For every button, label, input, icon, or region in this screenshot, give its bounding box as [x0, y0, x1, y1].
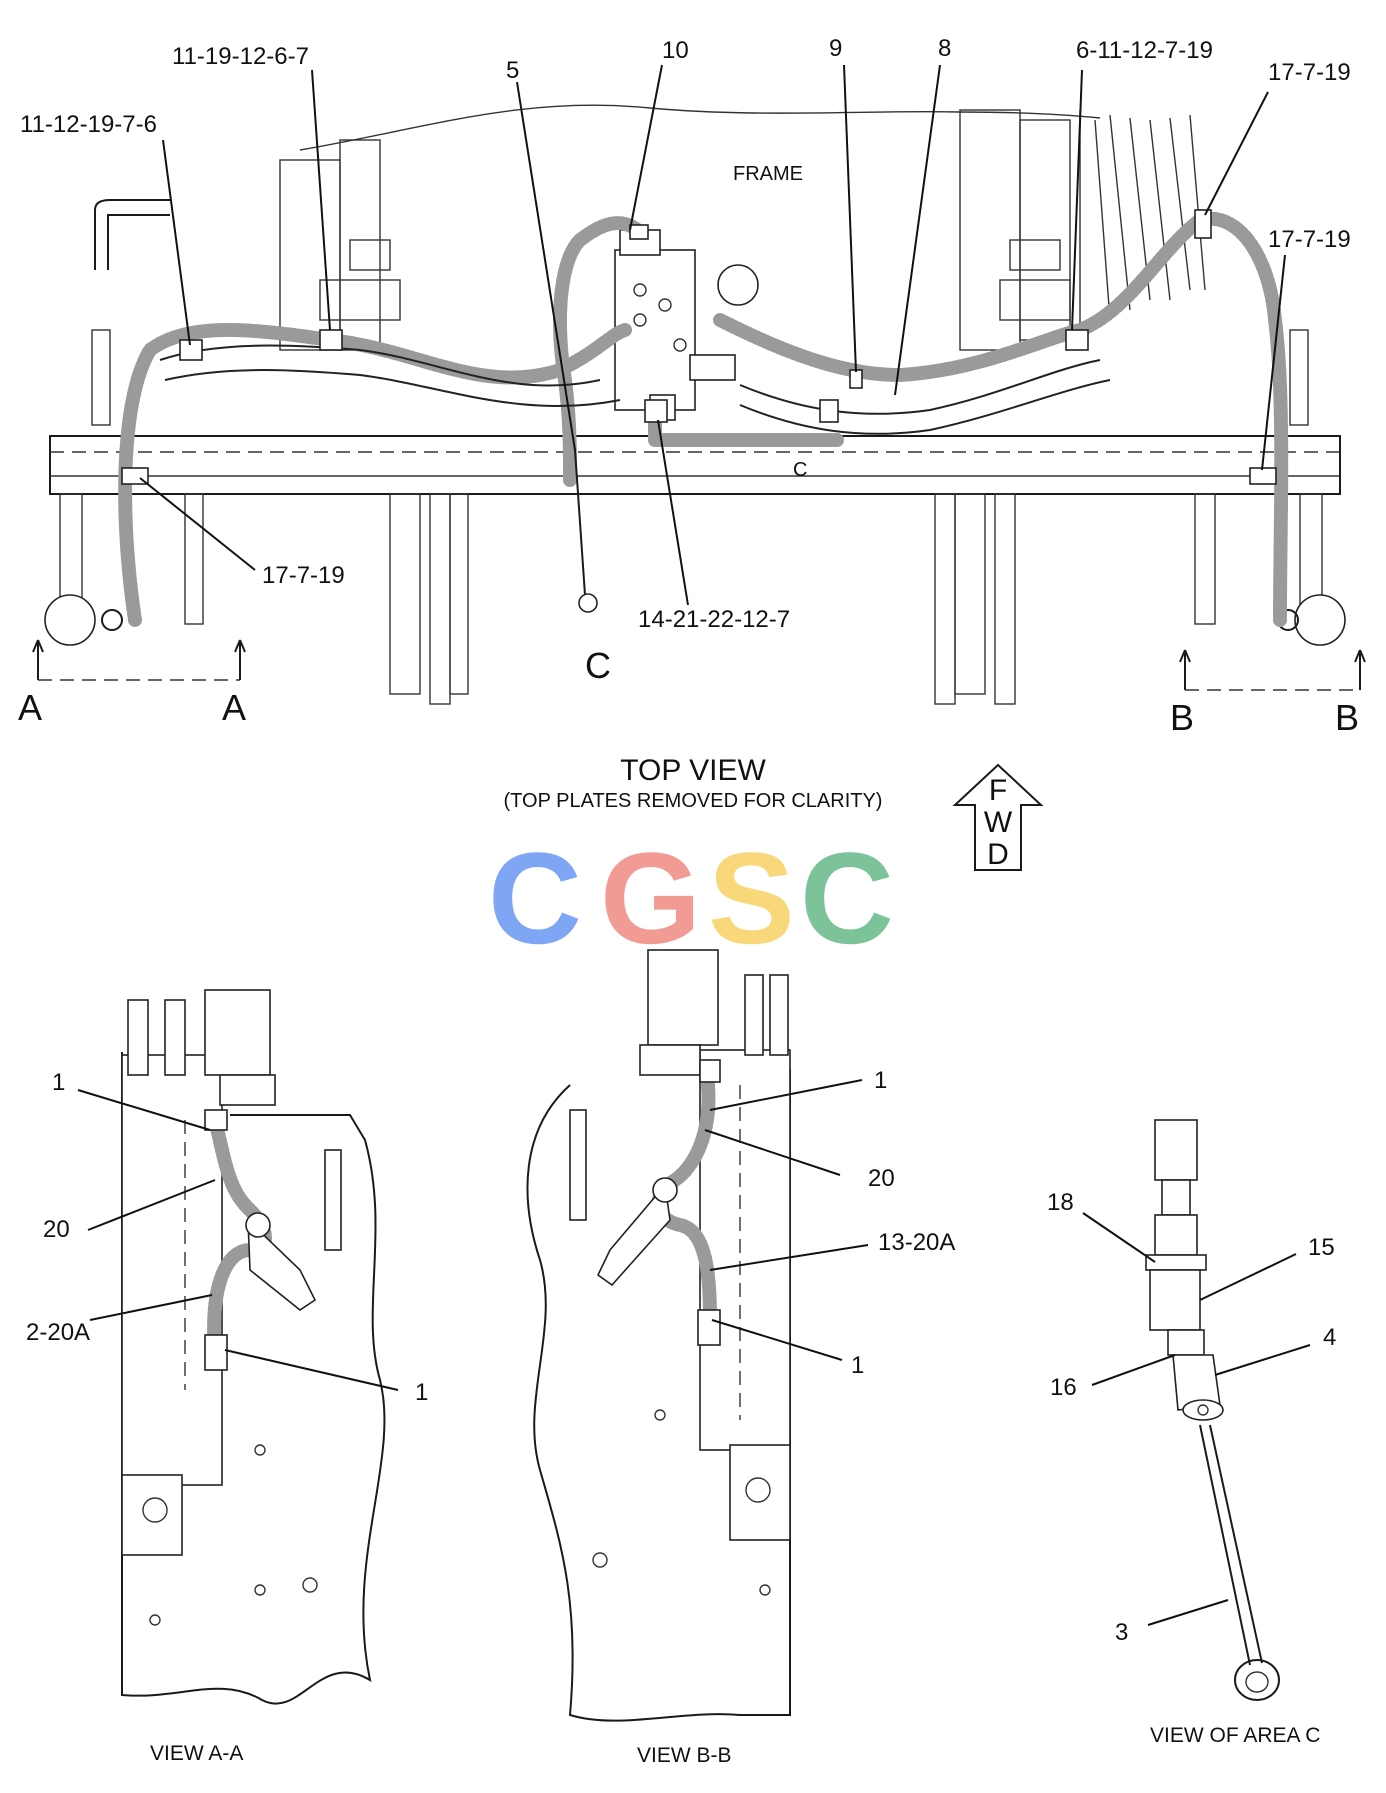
top-view-title: TOP VIEW	[620, 754, 766, 787]
watermark-letter-c1: C	[488, 825, 582, 971]
view-aa-callout-1-bottom: 1	[415, 1379, 428, 1406]
callout-9: 9	[829, 35, 842, 62]
view-c-callout-16: 16	[1050, 1374, 1077, 1401]
fwd-letter-d: D	[987, 838, 1009, 871]
top-view: 11-19-12-6-7 11-12-19-7-6 5 10 9 8 6-11-…	[18, 35, 1366, 871]
callout-11-12-19-7-6: 11-12-19-7-6	[20, 111, 157, 138]
watermark-letter-g: G	[600, 825, 701, 971]
area-c-marker-small: C	[793, 459, 807, 481]
fwd-letter-f: F	[989, 774, 1007, 807]
callout-14-21-22-12-7: 14-21-22-12-7	[638, 606, 790, 633]
section-b-right-label: B	[1335, 697, 1359, 738]
callout-8: 8	[938, 35, 951, 62]
view-bb-callout-1-bottom: 1	[851, 1352, 864, 1379]
view-a-a: 1 20 2-20A 1 VIEW A-A	[26, 989, 428, 1765]
frame-label: FRAME	[733, 163, 803, 185]
callout-5: 5	[506, 57, 519, 84]
view-c-callout-3: 3	[1115, 1619, 1128, 1646]
view-aa-callout-1-top: 1	[52, 1069, 65, 1096]
top-view-subtitle: (TOP PLATES REMOVED FOR CLARITY)	[504, 790, 883, 812]
view-aa-caption: VIEW A-A	[150, 1742, 243, 1765]
section-a-right-label: A	[222, 687, 246, 728]
view-c-caption: VIEW OF AREA C	[1150, 1724, 1320, 1747]
view-c-callout-15: 15	[1308, 1234, 1335, 1261]
callout-17-7-19-top: 17-7-19	[1268, 59, 1351, 86]
fwd-letter-w: W	[984, 806, 1013, 839]
cgsc-watermark: C G S C	[488, 825, 894, 971]
view-bb-caption: VIEW B-B	[637, 1744, 732, 1767]
watermark-letter-s: S	[708, 825, 795, 971]
section-a-left-label: A	[18, 687, 42, 728]
callout-10: 10	[662, 37, 689, 64]
view-bb-callout-13-20a: 13-20A	[878, 1229, 955, 1256]
view-aa-callout-2-20a: 2-20A	[26, 1319, 90, 1346]
view-area-c: 18 15 16 4 3 VIEW OF AREA C	[1047, 1119, 1336, 1747]
callout-11-19-12-6-7: 11-19-12-6-7	[172, 43, 309, 70]
section-b-left-label: B	[1170, 697, 1194, 738]
callout-17-7-19-left: 17-7-19	[262, 562, 345, 589]
area-c-marker-large: C	[585, 645, 611, 686]
view-c-callout-4: 4	[1323, 1324, 1336, 1351]
callout-6-11-12-7-19: 6-11-12-7-19	[1076, 37, 1213, 64]
view-b-b: 1 20 13-20A 1 VIEW B-B	[526, 949, 955, 1767]
watermark-letter-c2: C	[800, 825, 894, 971]
view-aa-callout-20: 20	[43, 1216, 70, 1243]
view-c-callout-18: 18	[1047, 1189, 1074, 1216]
view-bb-callout-1-top: 1	[874, 1067, 887, 1094]
view-bb-callout-20: 20	[868, 1165, 895, 1192]
callout-17-7-19-right: 17-7-19	[1268, 226, 1351, 253]
